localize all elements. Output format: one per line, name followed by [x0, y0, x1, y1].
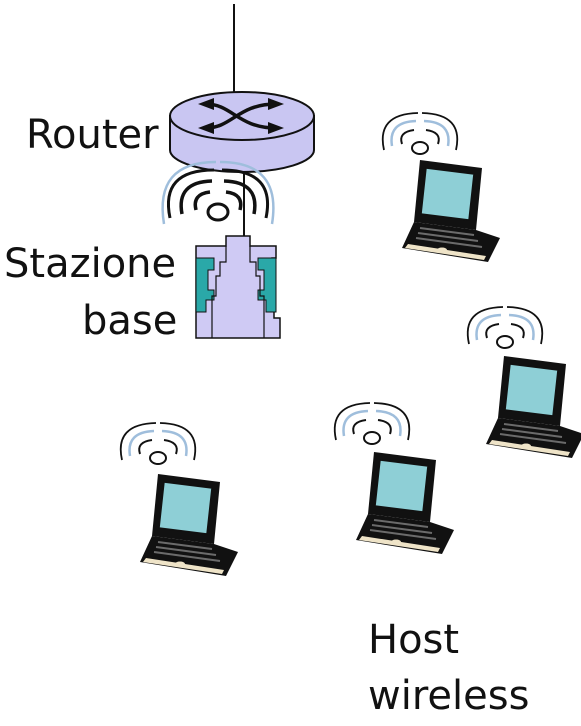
- laptop-icon: [401, 159, 501, 263]
- base-station-tower-icon: [195, 235, 281, 339]
- laptop-icon: [355, 451, 455, 555]
- base-station-label: base: [82, 298, 178, 344]
- laptop-icon: [485, 355, 581, 459]
- base-station-signal-icon: [161, 160, 275, 225]
- wireless-host-laptop: [119, 421, 239, 577]
- wireless-hosts-label: Host: [368, 617, 460, 663]
- base-station-label: Stazione: [4, 241, 177, 287]
- router-icon: [169, 91, 315, 173]
- wireless-signal-icon: [333, 401, 411, 446]
- wireless-hosts-label: wireless: [368, 673, 530, 719]
- wireless-signal-icon: [381, 111, 459, 156]
- wireless-host-laptop: [466, 305, 581, 459]
- wireless-host-laptop: [381, 111, 501, 263]
- wireless-host-laptop: [333, 401, 455, 555]
- wireless-signal-icon: [466, 305, 544, 350]
- router-label: Router: [26, 112, 159, 158]
- wireless-signal-icon: [119, 421, 197, 466]
- laptop-icon: [139, 473, 239, 577]
